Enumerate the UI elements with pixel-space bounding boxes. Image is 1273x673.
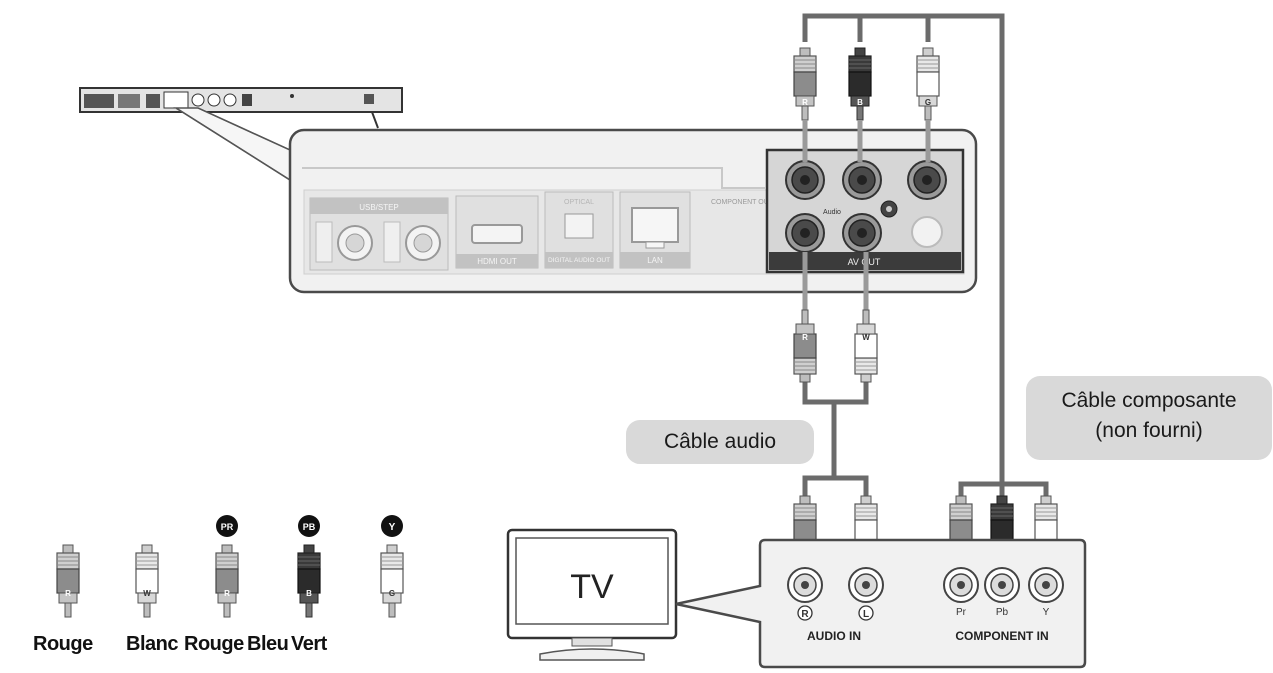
component-cable	[802, 13, 1049, 496]
jack-label-y: Y	[1043, 607, 1050, 618]
component-cable-label-2: (non fourni)	[1095, 419, 1203, 442]
jack-label-pr: Pr	[956, 607, 967, 618]
legend-plug-blue-pb	[297, 544, 321, 618]
jack-label-pb: Pb	[996, 607, 1009, 618]
plug-letter: W	[143, 589, 151, 598]
hdmi-out-label: HDMI OUT	[477, 257, 517, 266]
audio-out-r-jack	[785, 213, 825, 253]
legend-label-rouge-2: Rouge	[184, 633, 244, 655]
plug-letter: R	[802, 98, 808, 107]
audio-cable	[802, 382, 869, 496]
jack-label-l: L	[863, 609, 869, 620]
component-plug-red-top	[793, 47, 817, 121]
legend-label-blanc: Blanc	[126, 633, 178, 655]
legend-badge-y	[381, 515, 403, 537]
audio-plug-red-top	[793, 309, 817, 383]
component-in-y-jack	[1028, 567, 1064, 603]
plug-letter: R	[65, 589, 71, 598]
legend-badge-pr	[216, 515, 238, 537]
legend-badge-pb-text: PB	[303, 522, 316, 532]
plug-letter: G	[389, 589, 395, 598]
component-plug-blue-top	[848, 47, 872, 121]
component-out-label: COMPONENT OUT	[711, 199, 774, 206]
component-in-label: COMPONENT IN	[955, 629, 1048, 643]
plug-letter: R	[224, 589, 230, 598]
component-in-pb-jack	[984, 567, 1020, 603]
legend-plug-red	[56, 544, 80, 618]
plug-letter: R	[802, 333, 808, 342]
legend-label-rouge: Rouge	[33, 633, 93, 655]
audio-out-l-jack	[842, 213, 882, 253]
legend-badge-pb	[298, 515, 320, 537]
usb-step-label: USB/STEP	[359, 203, 399, 212]
tv-illustration: TV	[506, 528, 678, 661]
lan-label: LAN	[647, 256, 663, 265]
plug-letter: B	[306, 589, 312, 598]
component-cable-label-1: Câble composante	[1061, 389, 1237, 412]
component-out-y-jack	[907, 160, 947, 200]
component-plug-green-top	[916, 47, 940, 121]
component-out-pb-jack	[842, 160, 882, 200]
component-out-pr-jack	[785, 160, 825, 200]
legend-plug-red-pr	[215, 544, 239, 618]
tv-input-panel: R L Pr Pb Y AUDIO IN COMPONENT IN	[675, 538, 1087, 669]
audio-label: Audio	[823, 209, 841, 216]
player-front-small	[79, 87, 403, 129]
optical-label: OPTICAL	[564, 199, 594, 206]
audio-cable-callout: Câble audio	[626, 420, 814, 464]
legend-badge-y-text: Y	[389, 522, 396, 533]
component-in-pr-jack	[943, 567, 979, 603]
legend-plug-white	[135, 544, 159, 618]
component-cable-callout: Câble composante (non fourni)	[1026, 376, 1272, 460]
audio-in-label: AUDIO IN	[807, 629, 861, 643]
legend-label-vert: Vert	[291, 633, 327, 655]
player-back-panel: USB/STEP HDMI OUT OPTICAL DIGITAL AUDIO …	[288, 128, 978, 294]
audio-plug-white-top	[854, 309, 878, 383]
audio-cable-label: Câble audio	[663, 430, 777, 453]
audio-in-l-jack	[848, 567, 884, 603]
plug-letter: B	[857, 98, 863, 107]
jack-label-r: R	[801, 609, 809, 620]
digital-audio-out-label: DIGITAL AUDIO OUT	[548, 257, 610, 264]
tv-label: TV	[570, 568, 614, 606]
audio-in-r-jack	[787, 567, 823, 603]
legend-label-bleu: Bleu	[247, 633, 289, 655]
plug-letter: W	[862, 333, 870, 342]
legend-plug-green-y	[380, 544, 404, 618]
plug-letter: G	[925, 98, 931, 107]
zoom-lines	[173, 107, 291, 182]
legend-badge-pr-text: PR	[221, 522, 234, 532]
